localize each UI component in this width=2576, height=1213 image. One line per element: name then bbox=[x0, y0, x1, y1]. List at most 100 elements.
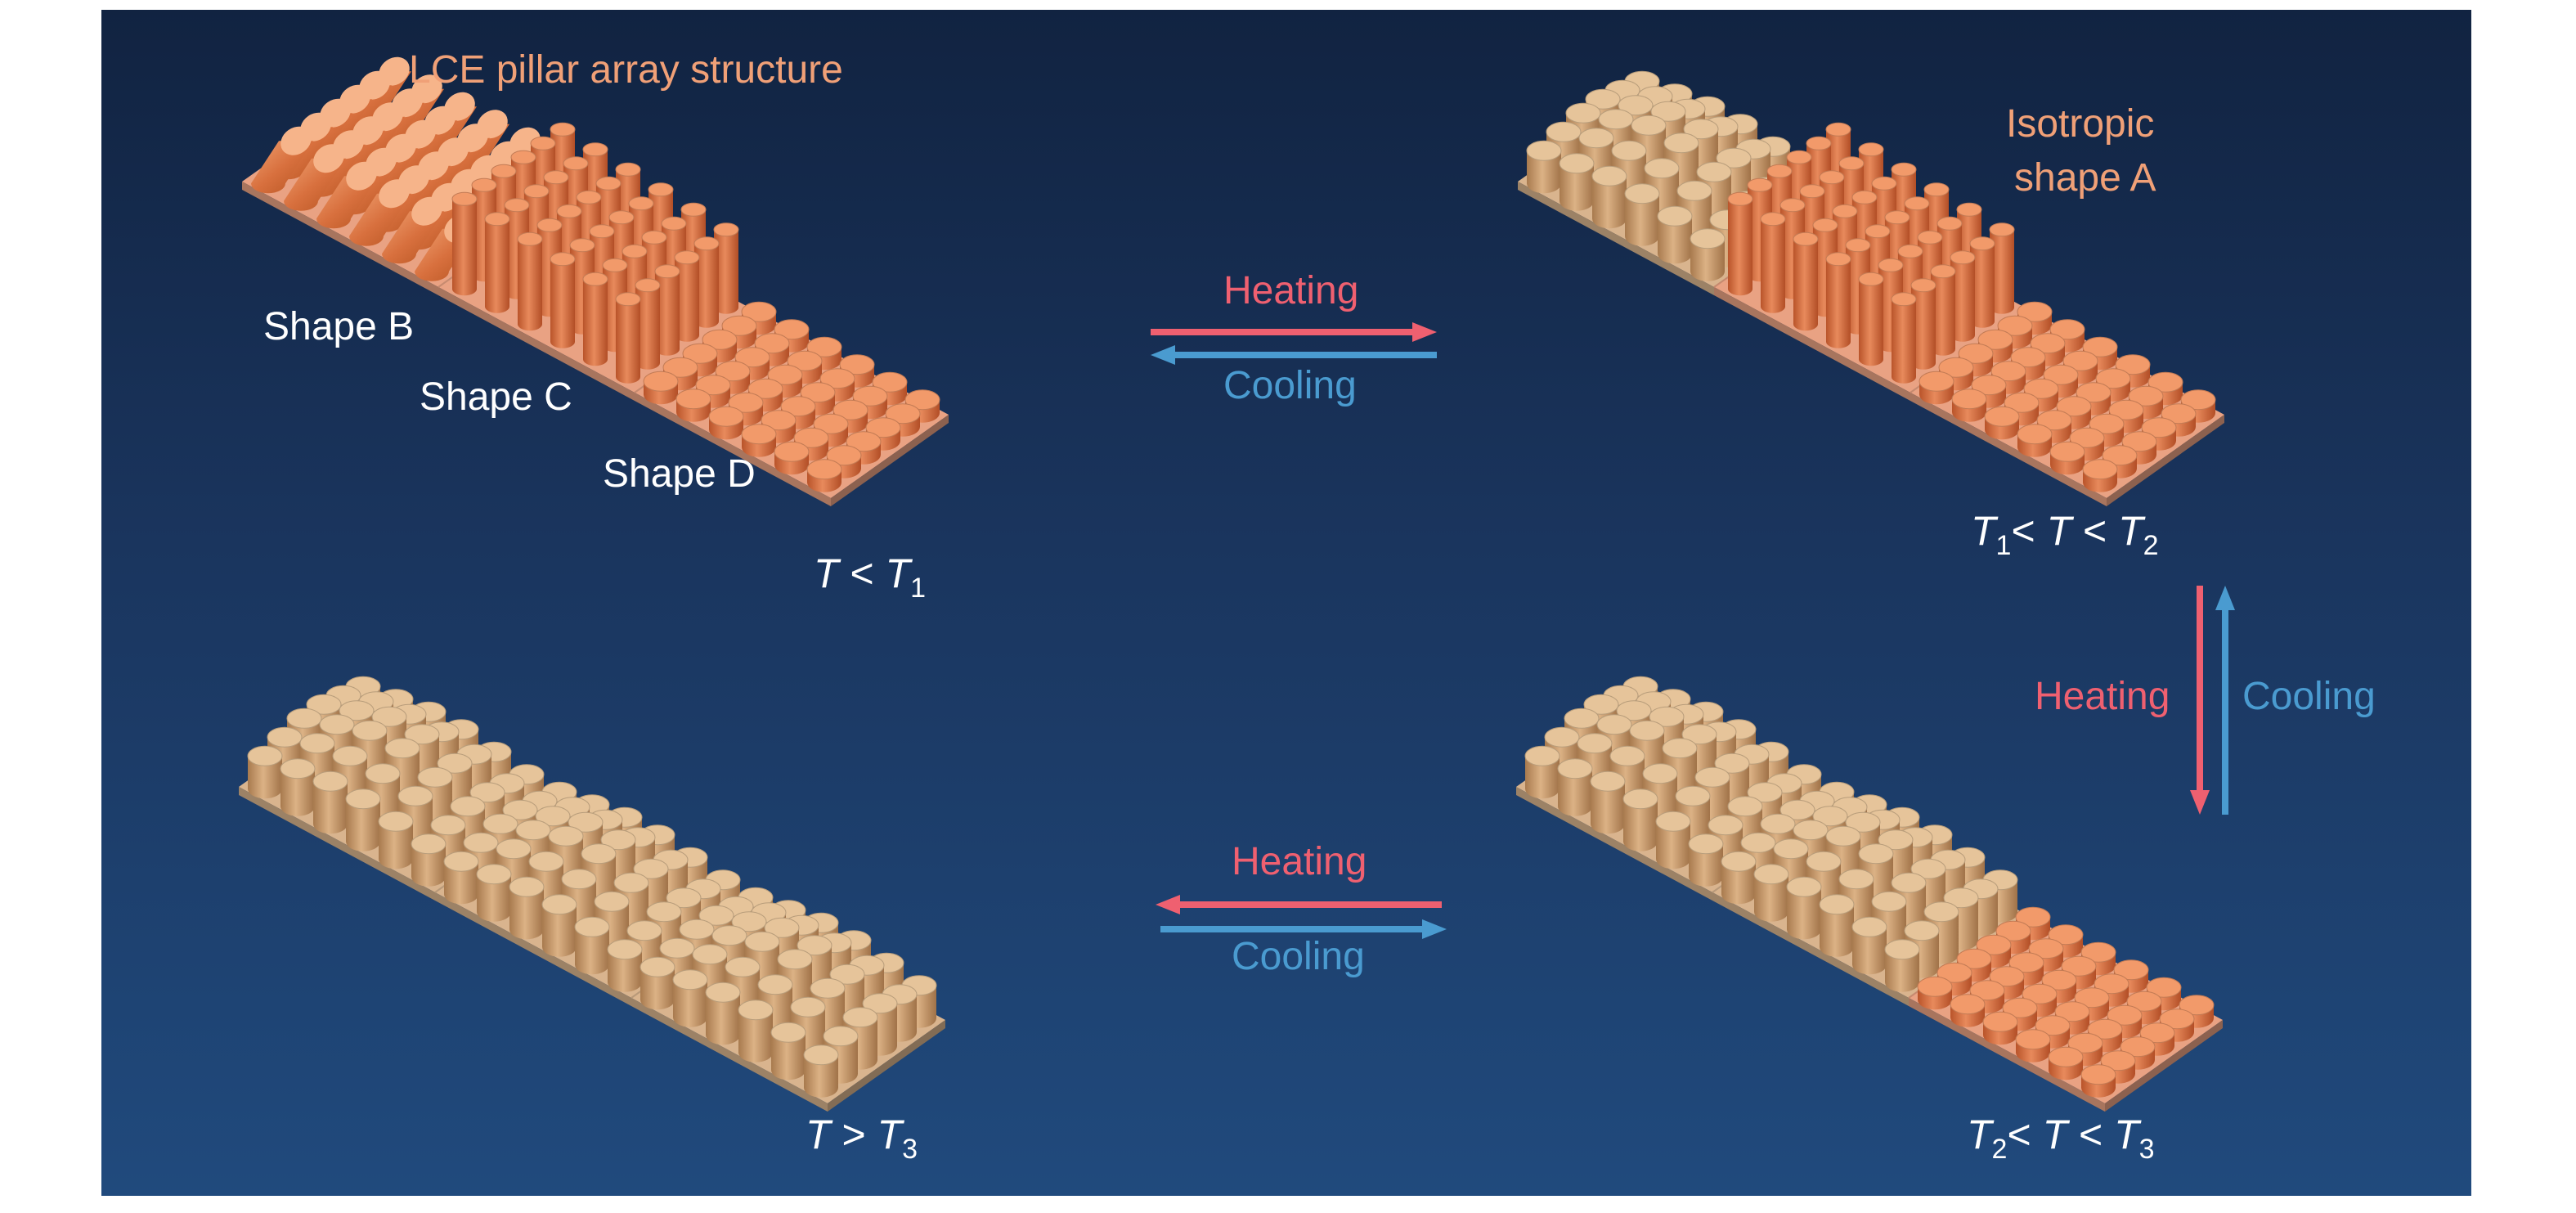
panel-top-right-pillar-2-4-3 bbox=[2089, 413, 2125, 447]
panel-bottom-right-pillar-1-2-5 bbox=[1786, 876, 1822, 940]
panel-bottom-right-base-edge-2 bbox=[1909, 998, 2105, 1112]
panel-bottom-left-pillar-2-3-5 bbox=[738, 1000, 774, 1062]
panel-bottom-left-pillar-1-4-5 bbox=[574, 916, 610, 975]
panel-top-left-base-edge-2 bbox=[635, 393, 831, 506]
panel-top-right-pillar-1-5-0 bbox=[1989, 222, 2015, 314]
panel-bottom-left-pillar-0-3-5 bbox=[345, 788, 381, 851]
panel-top-left-pillar-2-5-5 bbox=[806, 459, 842, 492]
panel-top-left-pillar-1-5-0 bbox=[713, 222, 739, 314]
panel-top-right-pillar-2-1-5 bbox=[1951, 389, 1987, 422]
panel-bottom-right-pillar-2-2-1 bbox=[2061, 955, 2097, 990]
panel-bottom-right-pillar-2-5-2 bbox=[2139, 1022, 2175, 1056]
panel-bottom-left-pillar-1-2-5 bbox=[509, 876, 545, 940]
panel-top-right-pillar-0-3-5 bbox=[1624, 183, 1660, 246]
isotropic-label-line2: shape A bbox=[2014, 156, 2156, 200]
panel-top-right-pillar-0-4-5 bbox=[1657, 205, 1693, 264]
panel-bottom-right-pillar-2-4-5 bbox=[2048, 1046, 2084, 1080]
panel-bottom-right-pillar-0-2-5 bbox=[1590, 770, 1626, 834]
panel-top-right-pillar-1-2-5 bbox=[1793, 231, 1819, 331]
panel-top-left-pillar-1-1-5 bbox=[484, 212, 510, 313]
bottom-cooling-arrow bbox=[1160, 919, 1447, 939]
panel-top-right-base-edge-1 bbox=[1714, 287, 1910, 401]
panel-top-right-pillar-0-1-5 bbox=[1559, 153, 1595, 211]
panel-bottom-left-pillar-0-0-5 bbox=[247, 745, 283, 799]
panel-top-left-pillar-2-0-0 bbox=[741, 301, 777, 335]
panel-top-right-base-edge-2 bbox=[1910, 393, 2107, 506]
panel-bottom-left-pillar-0-1-5 bbox=[280, 758, 316, 816]
panel-top-right-pillar-1-1-5 bbox=[1760, 212, 1786, 313]
right-cooling-label: Cooling bbox=[2242, 675, 2376, 718]
top-cooling-label: Cooling bbox=[1223, 364, 1357, 407]
panel-bottom-left-pillar-2-4-5 bbox=[770, 1022, 806, 1080]
panel-bottom-right-base-edge-0 bbox=[1516, 787, 1712, 901]
panel-top-right-pillar-2-1-0 bbox=[2049, 319, 2085, 353]
shape-b-label: Shape B bbox=[263, 305, 415, 348]
right-heating-arrow bbox=[2190, 586, 2210, 815]
temp-label-t1-t-t2: T1< T < T2 bbox=[1971, 508, 2159, 561]
panel-top-right-pillar-1-5-3 bbox=[1930, 264, 1956, 356]
panel-bottom-right-pillar-0-1-5 bbox=[1557, 758, 1593, 816]
isotropic-label-line1: Isotropic bbox=[2006, 102, 2155, 146]
panel-bottom-right-pillar-0-5-5 bbox=[1688, 833, 1724, 887]
panel-bottom-right-base-edge-1 bbox=[1712, 892, 1909, 1006]
panel-top-left-base-end bbox=[831, 415, 949, 506]
panel-bottom-right-pillar-2-3-5 bbox=[2015, 1029, 2051, 1062]
panel-bottom-left-pillar-2-2-5 bbox=[705, 982, 741, 1045]
panel-bottom-right-pillar-1-1-5 bbox=[1753, 864, 1789, 922]
panel-top-left-pillar-0-1-5 bbox=[284, 144, 346, 211]
panel-bottom-left-pillar-1-5-5 bbox=[607, 939, 643, 992]
panel-bottom-right-pillar-1-3-5 bbox=[1819, 894, 1855, 957]
temp-label-t2-t-t3: T2< T < T3 bbox=[1967, 1112, 2155, 1165]
panel-top-right-pillar-0-0-5 bbox=[1526, 140, 1562, 194]
panel-top-right-pillar-2-5-5 bbox=[2082, 459, 2118, 492]
panel-bottom-right-pillar-0-4-5 bbox=[1655, 811, 1691, 869]
panel-bottom-right-pillar-0-3-5 bbox=[1622, 788, 1658, 851]
panel-bottom-left-pillar-0-2-5 bbox=[312, 770, 348, 834]
panel-top-right-pillar-1-4-5 bbox=[1858, 272, 1884, 366]
panel-top-right-pillar-1-5-1 bbox=[1969, 236, 1995, 328]
right-heating-label: Heating bbox=[2035, 675, 2170, 718]
panel-bottom-left-pillar-1-1-5 bbox=[476, 864, 512, 922]
panel-top-right-pillar-2-4-1 bbox=[2128, 385, 2164, 420]
panel-top-left-pillar-2-4-5 bbox=[774, 441, 810, 475]
panel-top-right-base-end bbox=[2107, 415, 2224, 506]
panel-top-left-pillar-2-0-2 bbox=[702, 329, 738, 363]
top-cooling-arrow bbox=[1151, 345, 1437, 365]
bottom-cooling-label: Cooling bbox=[1232, 935, 1365, 978]
panel-top-right-pillar-2-4-5 bbox=[2049, 441, 2085, 475]
panel-bottom-left-pillar-1-0-5 bbox=[443, 851, 479, 905]
panel-bottom-right-pillar-1-5-5 bbox=[1884, 939, 1920, 992]
panel-bottom-right-pillar-1-4-5 bbox=[1851, 916, 1887, 975]
panel-top-left-base-edge-1 bbox=[438, 287, 635, 401]
panel-top-left-pillar-1-5-1 bbox=[693, 236, 720, 328]
panel-bottom-right-pillar-1-0-5 bbox=[1721, 851, 1757, 905]
panel-top-left-pillar-2-0-5 bbox=[643, 371, 679, 405]
panel-bottom-left-pillar-0-5-5 bbox=[411, 833, 447, 887]
panel-bottom-right-pillar-2-4-0 bbox=[2146, 977, 2182, 1011]
temp-label-t-gt-t3: T > T3 bbox=[806, 1112, 918, 1165]
panel-top-left-pillar-1-2-5 bbox=[517, 231, 543, 331]
panel-top-left-pillar-1-0-5 bbox=[451, 191, 478, 296]
shape-c-label: Shape C bbox=[420, 375, 572, 419]
panel-bottom-left-base-end bbox=[828, 1020, 945, 1112]
panel-top-right-pillar-2-0-5 bbox=[1919, 371, 1954, 405]
panel-top-left-pillar-2-3-4 bbox=[761, 410, 797, 443]
panel-top-right-pillar-2-3-5 bbox=[2017, 424, 2053, 457]
right-cooling-arrow bbox=[2215, 586, 2235, 815]
panel-top-left-pillar-1-4-5 bbox=[582, 272, 608, 366]
panel-top-left-pillar-1-5-2 bbox=[674, 250, 700, 342]
panel-top-right-pillar-1-5-5 bbox=[1891, 292, 1917, 384]
panel-top-left-pillar-0-0-5 bbox=[251, 126, 313, 194]
panel-bottom-right-pillar-2-1-5 bbox=[1950, 994, 1986, 1027]
panel-bottom-left-pillar-1-3-5 bbox=[541, 894, 577, 957]
temp-label-t-lt-t1: T < T1 bbox=[814, 550, 926, 604]
panel-top-right-pillar-1-3-5 bbox=[1825, 252, 1851, 348]
panel-bottom-left-pillar-2-0-5 bbox=[640, 956, 675, 1010]
panel-bottom-right-pillar-2-2-5 bbox=[1982, 1011, 2018, 1045]
panel-top-right-pillar-0-5-5 bbox=[1690, 228, 1726, 281]
panel-top-left-pillar-0-2-5 bbox=[316, 161, 379, 229]
panel-top-left-pillar-2-3-5 bbox=[741, 424, 777, 457]
diagram-title: LCE pillar array structure bbox=[409, 48, 843, 92]
panel-top-left-pillar-2-1-0 bbox=[774, 319, 810, 353]
